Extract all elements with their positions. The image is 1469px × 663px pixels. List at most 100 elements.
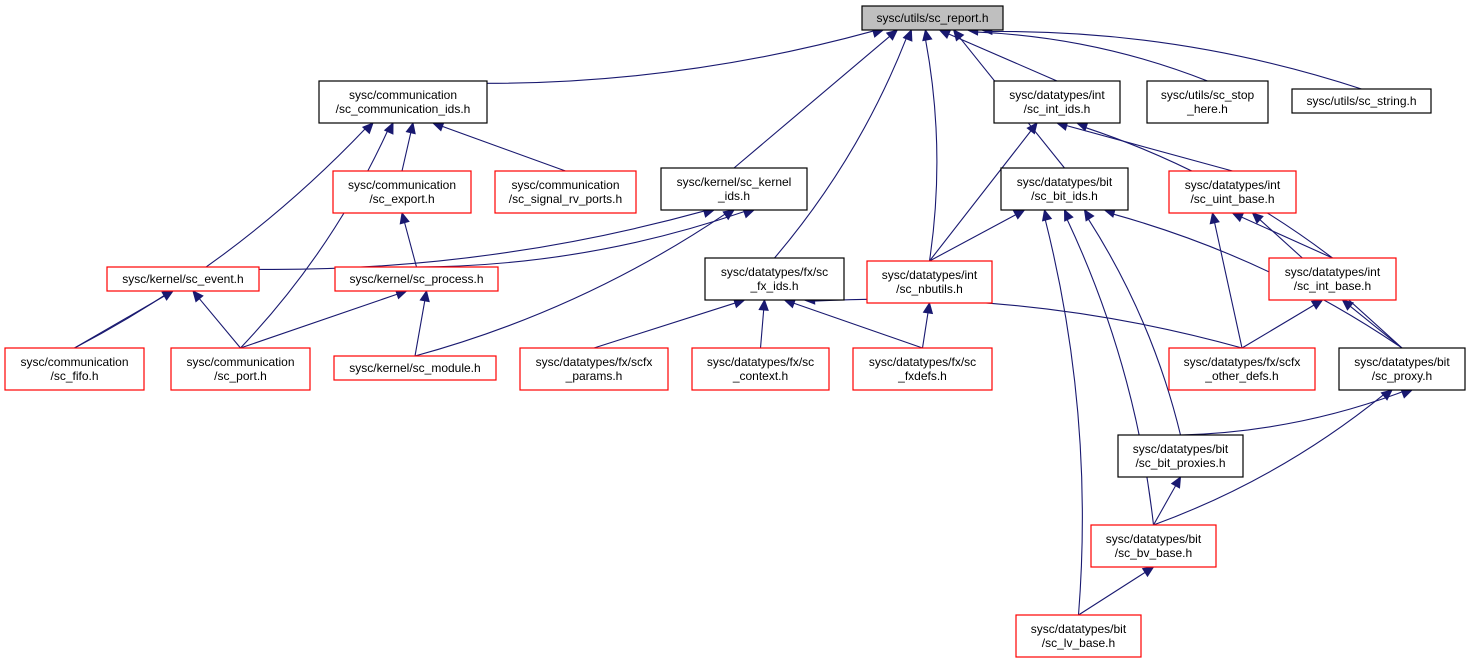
- edge-port-to-process: [240, 293, 398, 349]
- node-label: sysc/communication: [186, 355, 294, 369]
- node-box[interactable]: [691, 347, 830, 391]
- arrowhead-fxids-to-report: [902, 28, 913, 42]
- node-label: sysc/datatypes/int: [882, 268, 978, 282]
- node-proxy[interactable]: sysc/datatypes/bit/sc_proxy.h: [1338, 347, 1466, 391]
- edge-proxy-to-intbase: [1349, 305, 1403, 349]
- node-label: _ids.h: [717, 189, 750, 203]
- edge-intids-to-report: [948, 33, 1058, 82]
- node-box[interactable]: [334, 266, 499, 292]
- arrowhead-nbutils-to-intids: [1026, 122, 1038, 135]
- node-box[interactable]: [1000, 167, 1129, 211]
- node-fifo[interactable]: sysc/communication/sc_fifo.h: [4, 347, 145, 391]
- node-port[interactable]: sysc/communication/sc_port.h: [170, 347, 311, 391]
- node-box[interactable]: [332, 170, 472, 214]
- arrowhead-fxdefs-to-nbutils: [922, 301, 934, 315]
- node-scfxparams[interactable]: sysc/datatypes/fx/scfx_params.h: [519, 347, 669, 391]
- node-label: sysc/utils/sc_report.h: [876, 11, 988, 25]
- node-box[interactable]: [852, 347, 993, 391]
- node-label: sysc/kernel/sc_kernel: [677, 175, 792, 189]
- node-box[interactable]: [1015, 614, 1142, 658]
- edge-signalrv-to-commids: [442, 125, 566, 172]
- node-label: sysc/datatypes/bit: [1031, 622, 1127, 636]
- node-label: sysc/datatypes/fx/sc: [721, 265, 828, 279]
- node-box[interactable]: [704, 257, 845, 301]
- node-fxids[interactable]: sysc/datatypes/fx/sc_fx_ids.h: [704, 257, 845, 301]
- edge-module-to-kernids: [414, 213, 726, 357]
- node-box[interactable]: [1168, 347, 1316, 391]
- node-label: /sc_uint_base.h: [1190, 192, 1274, 206]
- node-intids[interactable]: sysc/datatypes/int/sc_int_ids.h: [993, 80, 1121, 124]
- node-box[interactable]: [1168, 170, 1297, 214]
- arrowhead-otherdefs-to-uintbase: [1209, 211, 1220, 225]
- node-export[interactable]: sysc/communication/sc_export.h: [332, 170, 472, 214]
- node-box[interactable]: [106, 266, 260, 292]
- node-fxdefs[interactable]: sysc/datatypes/fx/sc_fxdefs.h: [852, 347, 993, 391]
- node-module[interactable]: sysc/kernel/sc_module.h: [333, 355, 497, 381]
- node-label: sysc/datatypes/bit: [1017, 175, 1113, 189]
- node-box[interactable]: [170, 347, 311, 391]
- edge-bvbase-to-proxy: [1153, 394, 1384, 526]
- arrowhead-bvbase-to-proxy: [1380, 389, 1393, 401]
- arrowhead-port-to-commids: [383, 121, 394, 135]
- node-label: /sc_proxy.h: [1372, 369, 1432, 383]
- edge-port-to-commids: [240, 131, 388, 349]
- node-label: sysc/utils/sc_stop: [1161, 88, 1255, 102]
- node-uintbase[interactable]: sysc/datatypes/int/sc_uint_base.h: [1168, 170, 1297, 214]
- node-label: sysc/datatypes/fx/scfx: [1184, 355, 1301, 369]
- edge-process-to-export: [404, 222, 418, 268]
- edge-lvbase-to-bitids: [1044, 219, 1083, 616]
- edge-uintbase-to-intids: [1066, 125, 1233, 172]
- node-kernids[interactable]: sysc/kernel/sc_kernel_ids.h: [660, 167, 808, 211]
- node-box[interactable]: [519, 347, 669, 391]
- node-box[interactable]: [1146, 80, 1269, 124]
- node-label: _context.h: [732, 369, 788, 383]
- edge-module-to-process: [414, 300, 426, 357]
- node-intbase[interactable]: sysc/datatypes/int/sc_int_base.h: [1268, 257, 1397, 301]
- node-nbutils[interactable]: sysc/datatypes/int/sc_nbutils.h: [866, 260, 993, 304]
- node-otherdefs[interactable]: sysc/datatypes/fx/scfx_other_defs.h: [1168, 347, 1316, 391]
- node-box[interactable]: [333, 355, 497, 381]
- node-bitids[interactable]: sysc/datatypes/bit/sc_bit_ids.h: [1000, 167, 1129, 211]
- node-event[interactable]: sysc/kernel/sc_event.h: [106, 266, 260, 292]
- node-process[interactable]: sysc/kernel/sc_process.h: [334, 266, 499, 292]
- node-bitproxies[interactable]: sysc/datatypes/bit/sc_bit_proxies.h: [1117, 434, 1244, 478]
- node-report[interactable]: sysc/utils/sc_report.h: [861, 5, 1004, 31]
- node-label: /sc_export.h: [369, 192, 434, 206]
- node-box[interactable]: [861, 5, 1004, 31]
- node-box[interactable]: [660, 167, 808, 211]
- node-context[interactable]: sysc/datatypes/fx/sc_context.h: [691, 347, 830, 391]
- node-commids[interactable]: sysc/communication/sc_communication_ids.…: [318, 80, 488, 124]
- edge-stop-to-report: [977, 31, 1208, 82]
- node-box[interactable]: [1090, 524, 1217, 568]
- node-label: /sc_lv_base.h: [1042, 636, 1115, 650]
- node-box[interactable]: [866, 260, 993, 304]
- node-signalrv[interactable]: sysc/communication/sc_signal_rv_ports.h: [494, 170, 637, 214]
- node-label: sysc/communication: [511, 178, 619, 192]
- node-label: sysc/datatypes/fx/scfx: [536, 355, 653, 369]
- edge-export-to-commids: [401, 132, 412, 172]
- node-label: sysc/communication: [348, 178, 456, 192]
- node-label: _here.h: [1186, 102, 1228, 116]
- node-bvbase[interactable]: sysc/datatypes/bit/sc_bv_base.h: [1090, 524, 1217, 568]
- node-box[interactable]: [1291, 88, 1432, 114]
- node-lvbase[interactable]: sysc/datatypes/bit/sc_lv_base.h: [1015, 614, 1142, 658]
- arrowhead-kernids-to-report: [885, 29, 899, 41]
- node-box[interactable]: [4, 347, 145, 391]
- node-box[interactable]: [1117, 434, 1244, 478]
- edge-kernids-to-report: [733, 36, 890, 169]
- edge-string-to-report: [991, 30, 1362, 90]
- node-box[interactable]: [1268, 257, 1397, 301]
- node-label: sysc/datatypes/bit: [1354, 355, 1450, 369]
- node-label: sysc/datatypes/fx/sc: [707, 355, 814, 369]
- node-label: /sc_bit_proxies.h: [1135, 456, 1225, 470]
- node-box[interactable]: [993, 80, 1121, 124]
- node-label: _other_defs.h: [1204, 369, 1278, 383]
- node-string[interactable]: sysc/utils/sc_string.h: [1291, 88, 1432, 114]
- node-label: sysc/communication: [349, 88, 457, 102]
- node-stop[interactable]: sysc/utils/sc_stop_here.h: [1146, 80, 1269, 124]
- node-box[interactable]: [494, 170, 637, 214]
- node-box[interactable]: [1338, 347, 1466, 391]
- arrowhead-lvbase-to-bitids: [1041, 208, 1053, 222]
- node-box[interactable]: [318, 80, 488, 124]
- arrowhead-nbutils-to-bitids: [1012, 209, 1026, 220]
